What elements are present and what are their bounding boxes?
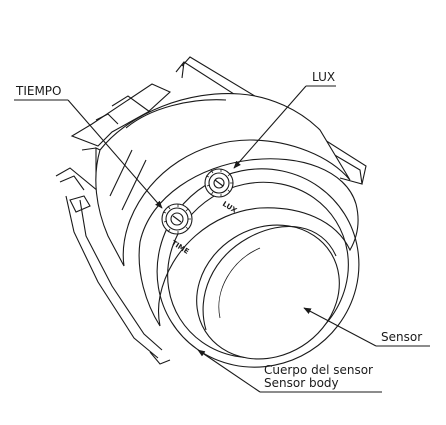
callout-sensor	[303, 307, 430, 347]
time-knob	[161, 203, 193, 235]
callout-sensor-body	[197, 349, 382, 393]
lux-knob	[204, 168, 234, 198]
label-sensor: Sensor	[381, 330, 422, 344]
sensor-dome	[196, 224, 340, 360]
label-tiempo: TIEMPO	[15, 84, 62, 98]
label-lux: LUX	[312, 70, 335, 84]
callout-lux	[233, 85, 336, 169]
label-sensor-body-es: Cuerpo del sensor	[264, 363, 373, 377]
mounting-clip-left	[55, 167, 171, 365]
sensor-housing	[95, 92, 351, 267]
label-sensor-body-en: Sensor body	[264, 376, 339, 390]
callout-tiempo	[14, 99, 163, 209]
